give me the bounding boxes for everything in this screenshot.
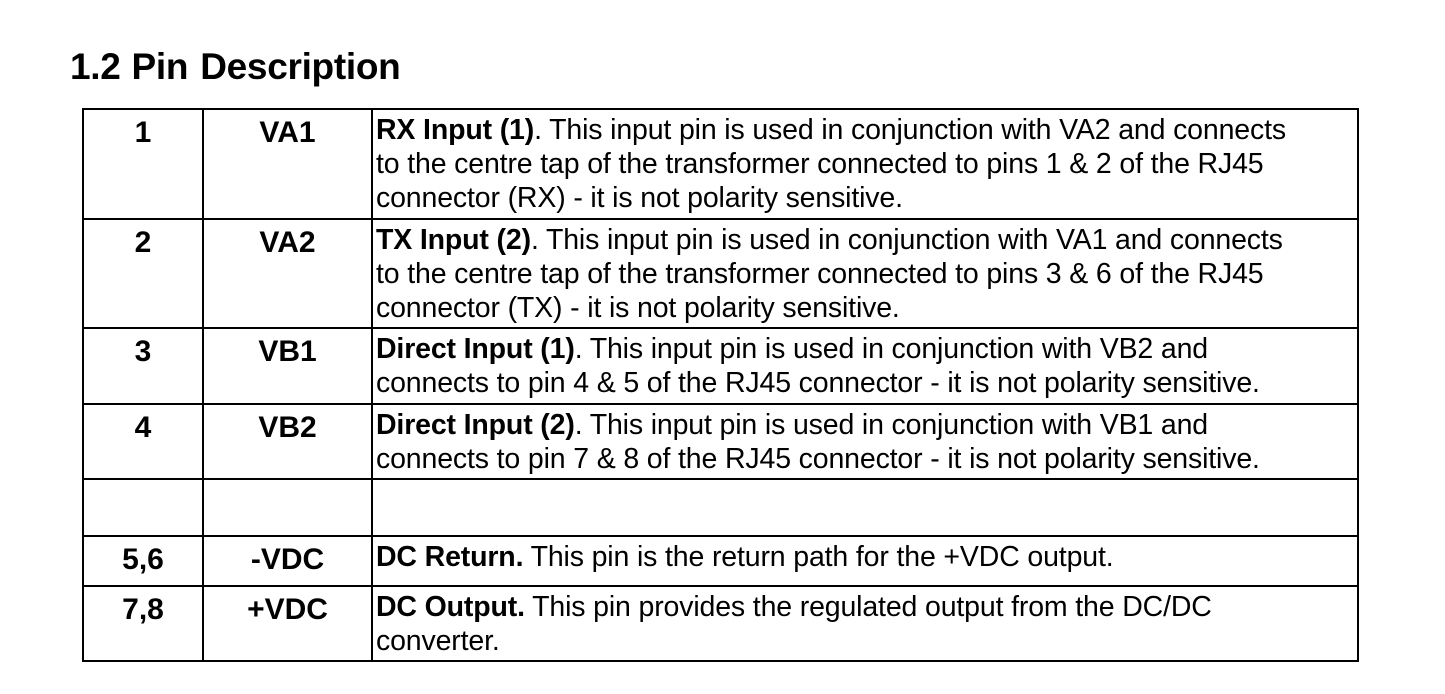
pin-number-cell [82,477,204,537]
pin-number-value: 1 [134,116,152,149]
pin-number-value [84,480,202,488]
pin-signal-name-cell: +VDC [202,584,373,663]
pin-description-cell: RX Input (1). This input pin is used in … [371,108,1359,220]
description-line-text: . This input pin is used in conjunction … [534,114,1286,146]
description-line: to the centre tap of the transformer con… [376,257,1264,290]
pin-description-text: RX Input (1). This input pin is used in … [373,110,1357,218]
pin-description-text: Direct Input (2). This input pin is used… [373,405,1357,478]
description-line: Direct Input (1). This input pin is used… [376,332,1353,366]
pin-number-value: 2 [134,225,152,259]
description-lead-label: TX Input (2) [376,223,531,256]
description-line: connects to pin 4 & 5 of the RJ45 connec… [376,367,1260,400]
pin-signal-name-cell: VA1 [202,108,373,220]
pin-number-value: 4 [134,410,152,444]
pin-signal-name-value: VA1 [259,116,316,149]
table-row: 3 VB1 Direct Input (1). This input pin is … [82,327,1359,405]
pin-signal-name-cell: VB1 [202,327,373,405]
pin-description-cell: Direct Input (2). This input pin is used… [371,402,1359,480]
pin-signal-name-cell: -VDC [202,534,373,587]
table-row: 1 VA1 RX Input (1). This input pin is used… [82,108,1359,220]
description-lead-label: DC Return. [376,540,524,573]
description-line: connector (RX) - it is not polarity sens… [376,182,903,215]
pin-description-text: DC Return. This pin is the return path f… [373,537,1357,576]
table-row: 2 VA2 TX Input (2). This input pin is used… [82,217,1359,330]
pin-number-value: 7,8 [122,592,164,626]
page-title-word-2: Description [200,45,401,87]
pin-signal-name-value [204,480,371,488]
description-lead-label: DC Output. [376,590,525,623]
pin-signal-name-cell [202,477,373,537]
pin-signal-name-value: VA2 [259,225,316,259]
pin-number-value: 3 [134,335,152,369]
table-row: 4 VB2 Direct Input (2). This input pin is … [82,402,1359,480]
description-lead-label: Direct Input (1) [376,333,575,366]
table-row: 5,6 -VDC DC Return. This pin is the return… [82,534,1359,587]
pin-signal-name-cell: VB2 [202,402,373,480]
description-line: connects to pin 7 & 8 of the RJ45 connec… [376,442,1260,475]
pin-description-cell: Direct Input (1). This input pin is used… [371,327,1359,405]
pin-description-cell: DC Output. This pin provides the regulat… [371,584,1359,663]
pin-description-cell: TX Input (2). This input pin is used in … [371,217,1359,330]
pin-number-cell: 2 [82,217,204,330]
description-line-text: . This input pin is used in conjunction … [530,223,1283,256]
pin-description-cell [371,477,1359,537]
pin-signal-name-value: VB2 [258,410,317,444]
pin-description-text: TX Input (2). This input pin is used in … [373,220,1357,328]
description-line-text: . This input pin is used in conjunction … [574,333,1208,366]
pin-number-cell: 3 [82,327,204,405]
pin-signal-name-value: +VDC [247,592,328,626]
pin-number-value: 5,6 [122,542,164,576]
pin-description-text [373,480,1357,519]
description-line: DC Return. This pin is the return path f… [376,540,1353,574]
pin-description-text: Direct Input (1). This input pin is used… [373,329,1357,402]
table-row: 7,8 +VDC DC Output. This pin provides the … [82,584,1359,663]
pin-number-cell: 1 [82,108,204,220]
pin-signal-name-value: -VDC [250,542,325,576]
description-lead-label: Direct Input (2) [376,408,575,441]
description-line: DC Output. This pin provides the regulat… [376,590,1353,624]
table-row [82,477,1359,537]
pin-number-cell: 7,8 [82,584,204,663]
pin-signal-name-cell: VA2 [202,217,373,330]
description-lead-label: RX Input (1) [376,114,535,146]
description-line: to the centre tap of the transformer con… [376,148,1264,181]
pin-description-cell: DC Return. This pin is the return path f… [371,534,1359,587]
description-line-text: This pin provides the regulated output f… [524,590,1212,623]
description-line: Direct Input (2). This input pin is used… [376,408,1353,442]
description-line-text: . This input pin is used in conjunction … [574,408,1208,441]
pin-number-cell: 4 [82,402,204,480]
description-line: RX Input (1). This input pin is used in … [376,113,1353,147]
description-line: connector (TX) - it is not polarity sens… [376,291,900,324]
description-line: TX Input (2). This input pin is used in … [376,223,1353,257]
pin-number-cell: 5,6 [82,534,204,587]
pin-description-text: DC Output. This pin provides the regulat… [373,587,1357,660]
description-line-text: This pin is the return path for the +VDC… [523,540,1114,573]
section-number: 1.2 [70,45,121,87]
description-line: converter. [376,625,500,658]
page-title-word-1: Pin [131,45,189,87]
pin-signal-name-value: VB1 [258,335,317,369]
